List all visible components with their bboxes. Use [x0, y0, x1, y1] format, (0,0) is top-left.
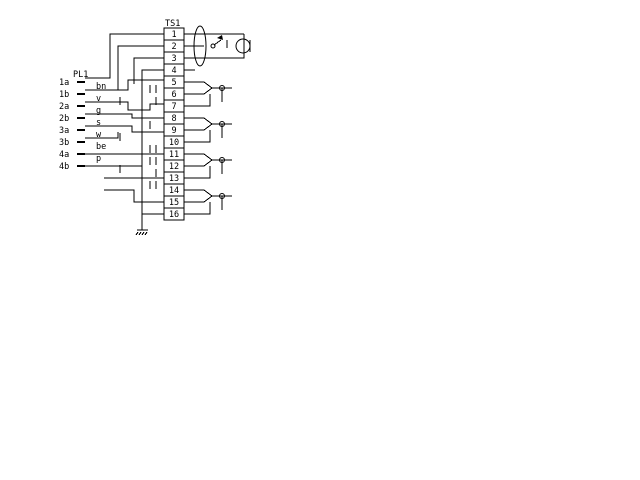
wire-color-label: s [96, 118, 101, 128]
plug-pin [77, 129, 85, 131]
plug-pin-label: 2b [59, 114, 69, 124]
plug-pin [77, 141, 85, 143]
terminal-number: 15 [169, 198, 179, 208]
wiring [85, 33, 245, 224]
plug-pin [77, 81, 85, 83]
plug-pin-label: 2a [59, 102, 69, 112]
plug-pin-label: 1b [59, 90, 69, 100]
terminal-number: 6 [171, 90, 176, 100]
plug-pin-label: 1a [59, 78, 69, 88]
terminal-number: 13 [169, 174, 179, 184]
terminal-number: 4 [171, 66, 176, 76]
plug-pin [77, 93, 85, 95]
wire-color-label: p [96, 154, 101, 164]
plug-label: PL1 [73, 70, 88, 80]
wire-color-label: v [96, 94, 101, 104]
terminal-number: 11 [169, 150, 179, 160]
plug-pin-label: 4a [59, 150, 69, 160]
terminal-number: 1 [171, 30, 176, 40]
terminal-number: 9 [171, 126, 176, 136]
terminal-number: 14 [169, 186, 179, 196]
terminal-number: 5 [171, 78, 176, 88]
plug-pin-label: 3b [59, 138, 69, 148]
junction-points [219, 85, 225, 199]
switch-contact-icon [210, 35, 228, 49]
plug-pin-label: 3a [59, 126, 69, 136]
terminal-number: 2 [171, 42, 176, 52]
terminal-number: 16 [169, 210, 179, 220]
plug-pin [77, 117, 85, 119]
wire-color-label: bn [96, 82, 106, 92]
plug-pin-label: 4b [59, 162, 69, 172]
wire-color-label: be [96, 142, 106, 152]
plug-pin [77, 153, 85, 155]
terminal-number: 12 [169, 162, 179, 172]
shielded-cable [193, 25, 207, 67]
terminal-number: 7 [171, 102, 176, 112]
wire-color-label: w [96, 130, 102, 140]
motor-icon [235, 38, 251, 54]
plug-pin [77, 105, 85, 107]
ground-icon [135, 224, 148, 236]
terminal-number: 8 [171, 114, 176, 124]
terminal-strip-label: TS1 [165, 19, 180, 29]
plug-pin [77, 165, 85, 167]
terminal-number: 10 [169, 138, 179, 148]
terminal-number: 3 [171, 54, 176, 64]
wire-color-label: g [96, 106, 101, 116]
